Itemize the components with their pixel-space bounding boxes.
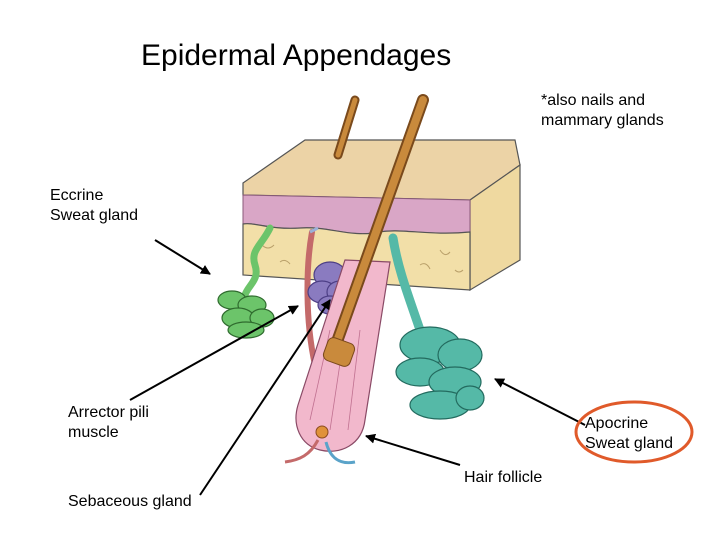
apocrine-gland <box>395 326 485 420</box>
dermal-papilla <box>315 425 329 439</box>
page-title: Epidermal Appendages <box>141 39 452 72</box>
arrector-pili-muscle <box>304 229 318 368</box>
label-apocrine-sweat-gland: Apocrine Sweat gland <box>585 415 674 452</box>
arrow-sebaceous <box>199 299 331 496</box>
apocrine-duct <box>388 233 425 335</box>
eccrine-gland <box>217 290 275 339</box>
hair-bulb <box>322 337 356 367</box>
artery <box>284 439 320 464</box>
vein <box>324 441 356 465</box>
arrow-eccrine <box>154 239 211 275</box>
arrow-hair-follicle <box>365 433 461 466</box>
label-hair-follicle: Hair follicle <box>464 469 543 486</box>
eccrine-duct <box>241 224 274 299</box>
apocrine-highlight-circle <box>574 400 694 464</box>
label-sebaceous-gland: Sebaceous gland <box>68 493 192 510</box>
label-eccrine-sweat-gland: Eccrine Sweat gland <box>50 187 139 224</box>
arrow-apocrine <box>494 378 586 426</box>
footnote-note: *also nails and mammary glands <box>541 92 664 129</box>
dermis-texture <box>261 244 464 273</box>
nerve-ending <box>309 226 319 234</box>
label-arrector-pili-muscle: Arrector pili muscle <box>68 404 149 441</box>
arrow-arrector <box>129 305 299 401</box>
skin-surface <box>242 139 521 201</box>
